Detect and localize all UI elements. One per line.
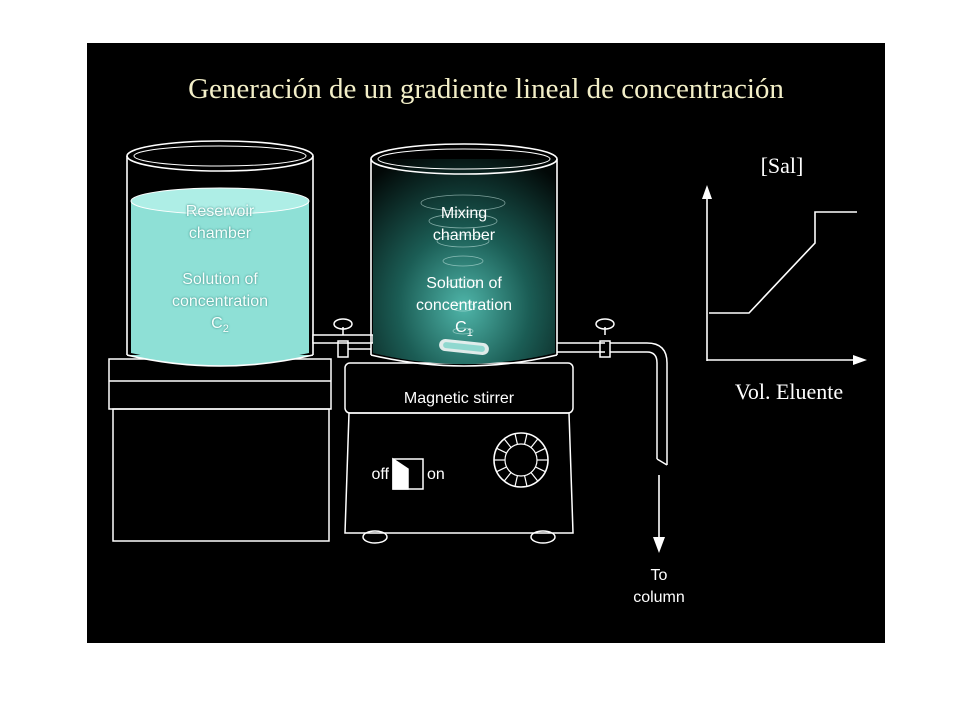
- knob-tick: [503, 438, 512, 448]
- vortex: [420, 194, 506, 335]
- reservoir-name-line1: Reservoir: [185, 203, 255, 220]
- slide-title: Generación de un gradiente lineal de con…: [188, 73, 784, 105]
- gradient-graph: [702, 185, 867, 365]
- outlet-tube: [557, 318, 668, 466]
- knob-tick: [514, 475, 519, 487]
- knob-tick: [514, 433, 519, 445]
- mixing-name-line1: Mixing: [440, 205, 488, 222]
- mixing-conc-subscript: 1: [466, 327, 473, 340]
- graph-x-label: Vol. Eluente: [734, 379, 844, 404]
- knob-tick: [496, 466, 507, 473]
- stirrer-label: Magnetic stirrer: [403, 390, 515, 407]
- mixing-solution-line1: Solution of: [426, 275, 502, 292]
- switch-on-label: on: [427, 466, 445, 483]
- reservoir-conc-symbol: C: [211, 315, 223, 332]
- to-column-arrow: [653, 475, 665, 553]
- knob-tick: [535, 447, 546, 454]
- stir-bar: [439, 339, 489, 355]
- reservoir-stand: [108, 358, 332, 542]
- reservoir-name-line2: chamber: [188, 225, 252, 242]
- to-column-line1: To: [650, 567, 668, 584]
- speed-knob[interactable]: [493, 432, 549, 488]
- mixing-solution: Solution of concentration C1: [384, 273, 544, 344]
- y-axis-arrowhead: [702, 185, 712, 199]
- to-column-label: To column: [619, 565, 699, 609]
- mixing-chamber: [370, 143, 558, 367]
- reservoir-concentration: C2: [140, 313, 300, 340]
- mixing-conc-symbol: C: [455, 319, 467, 336]
- mixing-name-line2: chamber: [432, 227, 496, 244]
- switch-off-label: off: [371, 466, 390, 483]
- knob-tick: [535, 466, 546, 473]
- mixing-concentration: C1: [384, 317, 544, 344]
- knob-tick: [523, 475, 528, 487]
- knob-tick: [503, 472, 512, 482]
- slide: Generación de un gradiente lineal de con…: [87, 43, 885, 643]
- knob-tick: [496, 447, 507, 454]
- reservoir-solution: Solution of concentration C2: [140, 269, 300, 340]
- connecting-tube: [312, 318, 374, 358]
- mixing-name: Mixing chamber: [394, 203, 534, 247]
- mixing-solution-line2: concentration: [415, 297, 513, 314]
- reservoir-solution-line2: concentration: [171, 293, 269, 310]
- reservoir-conc-subscript: 2: [222, 323, 229, 336]
- x-axis-arrowhead: [853, 355, 867, 365]
- gradient-curve: [709, 211, 857, 314]
- reservoir-solution-line1: Solution of: [182, 271, 258, 288]
- to-column-line2: column: [633, 589, 685, 606]
- power-switch[interactable]: [392, 457, 424, 490]
- reservoir-name: Reservoir chamber: [150, 201, 290, 245]
- knob-tick: [530, 438, 539, 448]
- reservoir-chamber: [126, 140, 314, 367]
- knob-tick: [530, 472, 539, 482]
- gradient-apparatus-diagram: [108, 140, 867, 553]
- graph-y-label: [Sal]: [760, 153, 804, 178]
- knob-tick: [523, 433, 528, 445]
